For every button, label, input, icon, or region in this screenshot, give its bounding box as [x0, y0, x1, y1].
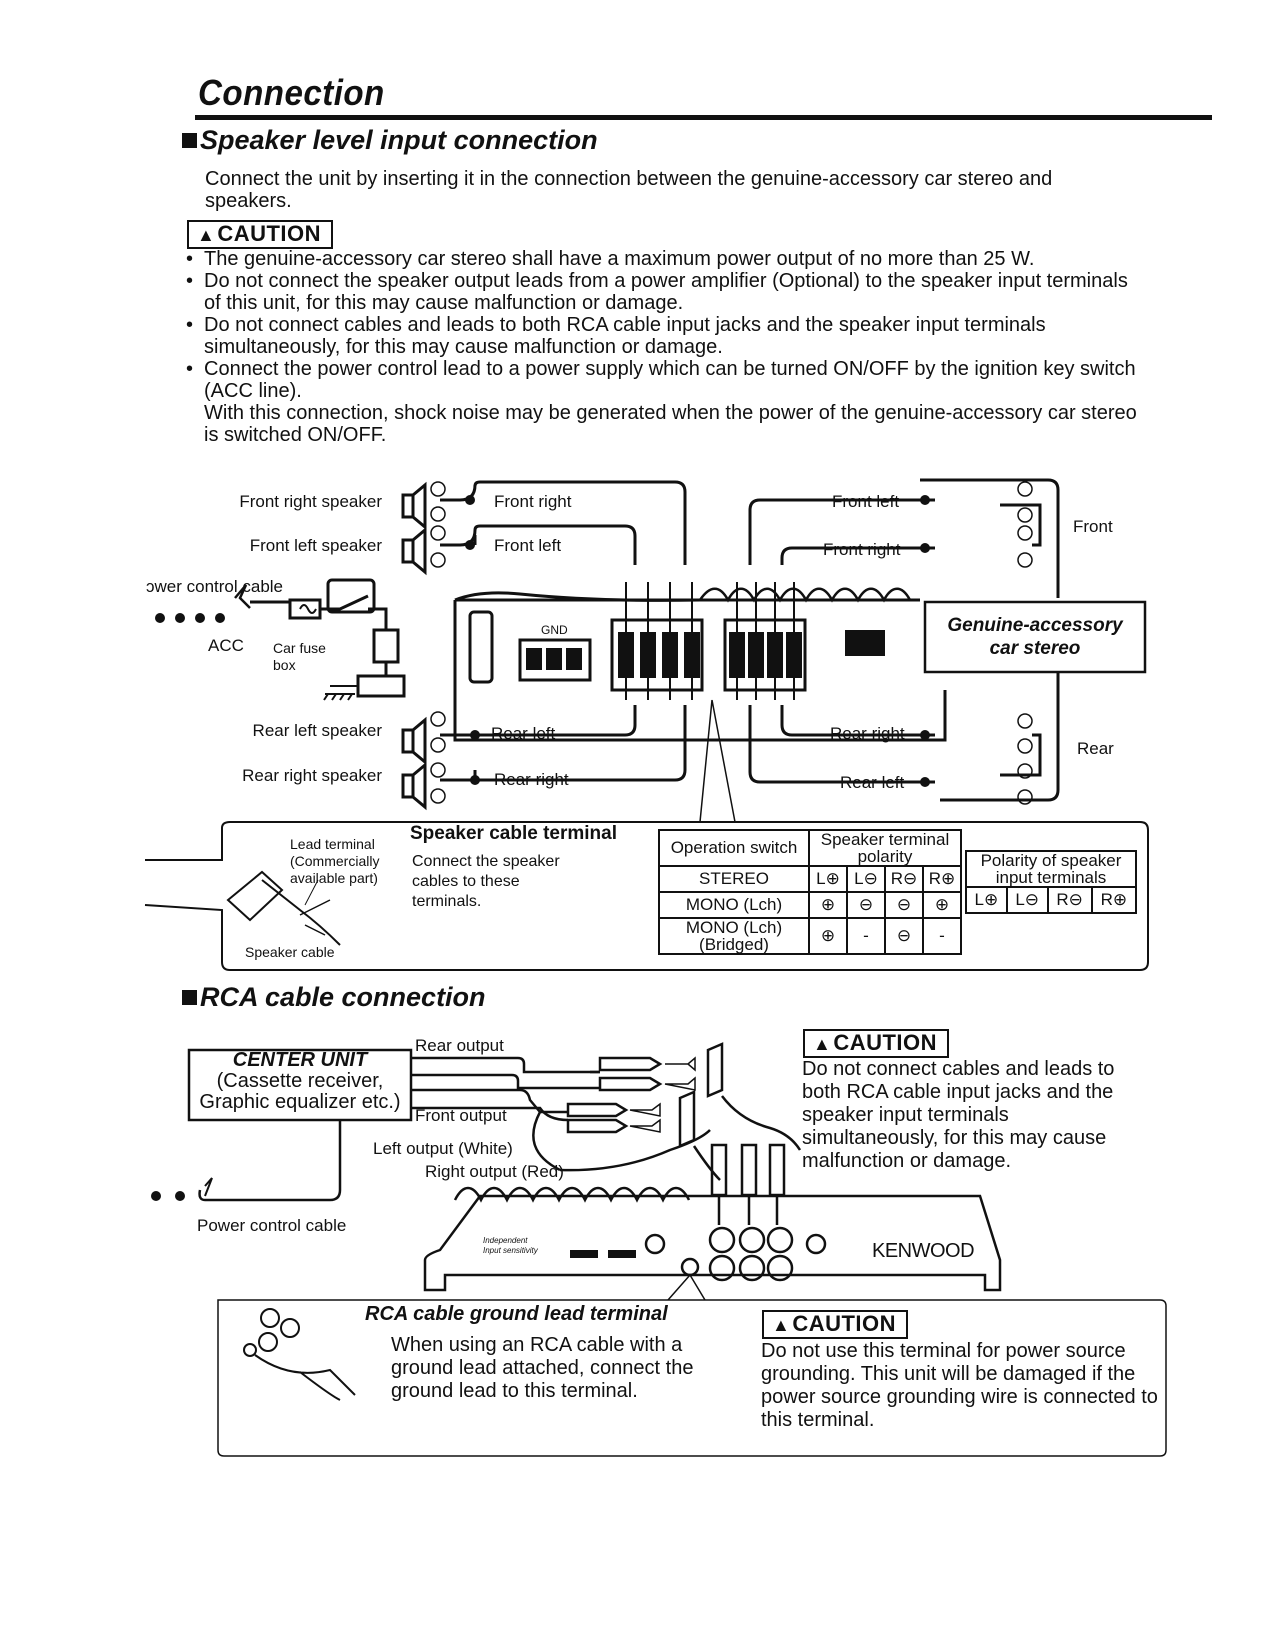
rear-left-speaker-label: Rear left speaker	[252, 721, 382, 740]
wire-label: Rear right	[830, 724, 905, 743]
rear-right-speaker-label: Rear right speaker	[242, 766, 382, 785]
section-rca: RCA cable connection	[182, 982, 486, 1013]
center-unit-box: CENTER UNIT (Cassette receiver, Graphic …	[199, 1049, 401, 1113]
table-row: MONO (Lch) ⊕ ⊖ ⊖ ⊕	[658, 891, 962, 919]
caution-item: Do not connect the speaker output leads …	[182, 270, 1142, 314]
caution-list: The genuine-accessory car stereo shall h…	[182, 248, 1142, 446]
wire-label: Rear left	[491, 724, 556, 743]
polarity-table: Operation switch Speaker terminal polari…	[658, 829, 962, 955]
front-left-speaker-label: Front left speaker	[249, 536, 382, 555]
speaker-cable-terminal-heading: Speaker cable terminal	[410, 823, 617, 844]
rca-ground-heading: RCA cable ground lead terminal	[365, 1303, 668, 1325]
table-row: L⊕ L⊖ R⊖ R⊕	[965, 886, 1138, 914]
wire-label: Front right	[823, 540, 901, 559]
acc-label: ACC	[208, 636, 244, 655]
speaker-cable-label: Speaker cable	[245, 944, 335, 960]
caution-badge-1: ▲CAUTION	[187, 220, 334, 249]
caution-item: Do not connect cables and leads to both …	[182, 314, 1142, 358]
lead-terminal-label: Lead terminal (Commercially available pa…	[290, 836, 380, 886]
caution-item: Connect the power control lead to a powe…	[182, 358, 1142, 446]
power-control-cable-label: ɔwer control cable	[146, 577, 284, 596]
caution-badge-3: ▲CAUTION	[762, 1310, 909, 1339]
page-title: Connection	[198, 72, 385, 113]
table-header: Operation switch	[658, 829, 810, 867]
rca-caution-text: Do not connect cables and leads to both …	[802, 1058, 1115, 1172]
front-right-speaker-label: Front right speaker	[239, 492, 382, 511]
table-row: MONO (Lch) (Bridged) ⊕ - ⊖ -	[658, 917, 962, 955]
wire-label: Rear right	[494, 770, 569, 789]
input-polarity-table: Polarity of speaker input terminals L⊕ L…	[965, 850, 1138, 914]
rear-output-label: Rear output	[415, 1036, 504, 1055]
speaker-icon	[401, 481, 427, 811]
wire-label: Front left	[832, 492, 900, 511]
front-label: Front	[1073, 517, 1113, 536]
table-header: Polarity of speaker input terminals	[965, 850, 1137, 888]
section1-intro: Connect the unit by inserting it in the …	[205, 168, 1053, 212]
title-rule	[195, 115, 1212, 120]
gnd-label: GND	[541, 623, 568, 637]
independent-label: Independent Input sensitivity	[483, 1236, 538, 1255]
wire-label: Rear left	[840, 773, 905, 792]
wire-label: Front left	[494, 536, 562, 555]
speaker-cable-terminal-text: Connect the speaker cables to these term…	[412, 853, 560, 910]
rca-ground-text: When using an RCA cable with a ground le…	[391, 1334, 694, 1402]
caution-item: The genuine-accessory car stereo shall h…	[182, 248, 1142, 270]
right-output-label: Right output (Red)	[425, 1162, 564, 1181]
caution-badge-2: ▲CAUTION	[803, 1029, 950, 1058]
rca-ground-caution-text: Do not use this terminal for power sourc…	[761, 1340, 1158, 1431]
rear-label: Rear	[1077, 739, 1114, 758]
kenwood-logo: KENWOOD	[872, 1240, 975, 1262]
left-output-label: Left output (White)	[373, 1139, 513, 1158]
front-output-label: Front output	[415, 1106, 507, 1125]
car-fuse-box-label: Car fuse box	[273, 640, 326, 673]
wire-label: Front right	[494, 492, 572, 511]
table-row: STEREO L⊕ L⊖ R⊖ R⊕	[658, 865, 962, 893]
section-speaker-level: Speaker level input connection	[182, 125, 598, 156]
table-header: Speaker terminal polarity	[808, 829, 962, 867]
power-control-cable-label-2: Power control cable	[197, 1216, 347, 1235]
genuine-accessory-label: Genuine-accessory car stereo	[947, 615, 1123, 659]
